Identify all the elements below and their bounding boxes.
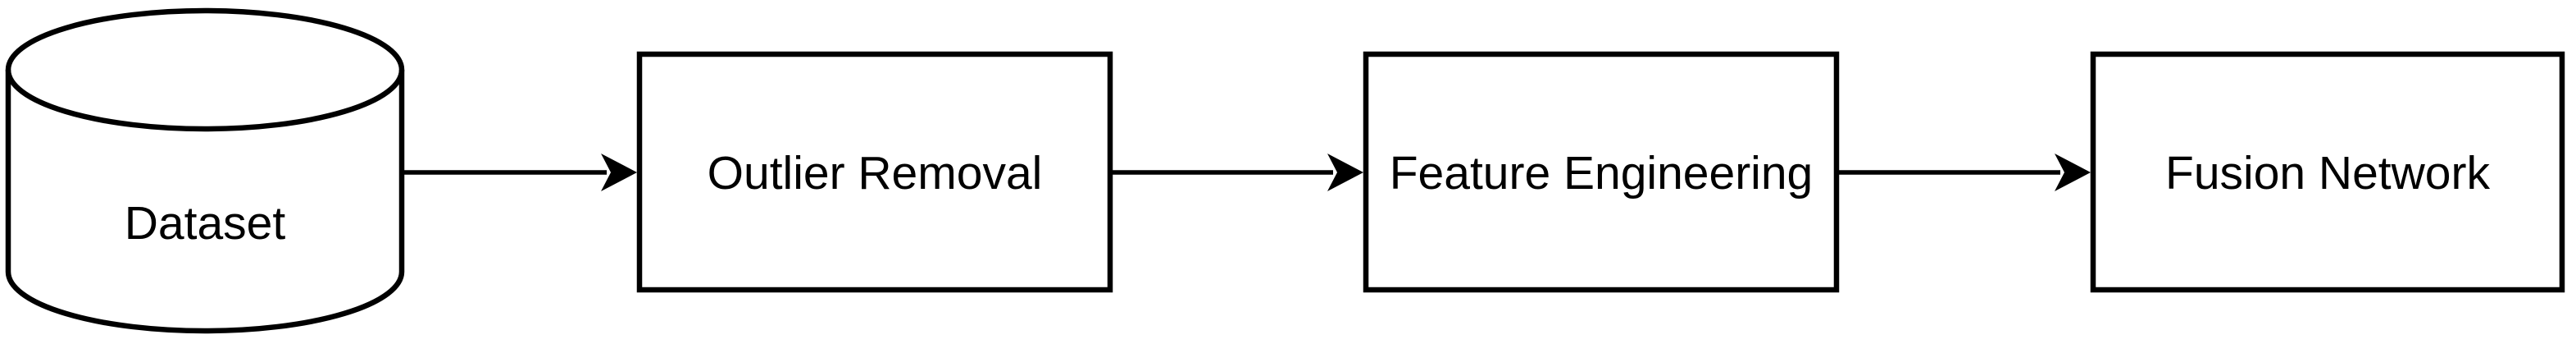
- process-box: [636, 51, 1113, 293]
- process-box: [2090, 51, 2565, 293]
- node-label-outlier-removal: Outlier Removal: [708, 147, 1043, 200]
- arrowhead-icon: [2055, 154, 2091, 191]
- edge-dataset-to-outlier-removal: [402, 154, 637, 191]
- edge-feature-engineering-to-fusion-network: [1839, 154, 2091, 191]
- edge-outlier-removal-to-feature-engineering: [1113, 154, 1363, 191]
- node-dataset: Dataset: [5, 7, 405, 334]
- arrowhead-icon: [601, 154, 637, 191]
- process-box: [1363, 51, 1840, 293]
- node-outlier-removal: Outlier Removal: [636, 51, 1113, 293]
- node-label-fusion-network: Fusion Network: [2165, 147, 2490, 200]
- node-feature-engineering: Feature Engineering: [1363, 51, 1840, 293]
- database-cylinder-icon: [5, 7, 405, 334]
- arrowhead-icon: [1327, 154, 1363, 191]
- node-label-dataset: Dataset: [125, 197, 286, 250]
- node-fusion-network: Fusion Network: [2090, 51, 2565, 293]
- database-cylinder-rim: [5, 69, 405, 132]
- node-label-feature-engineering: Feature Engineering: [1390, 147, 1814, 200]
